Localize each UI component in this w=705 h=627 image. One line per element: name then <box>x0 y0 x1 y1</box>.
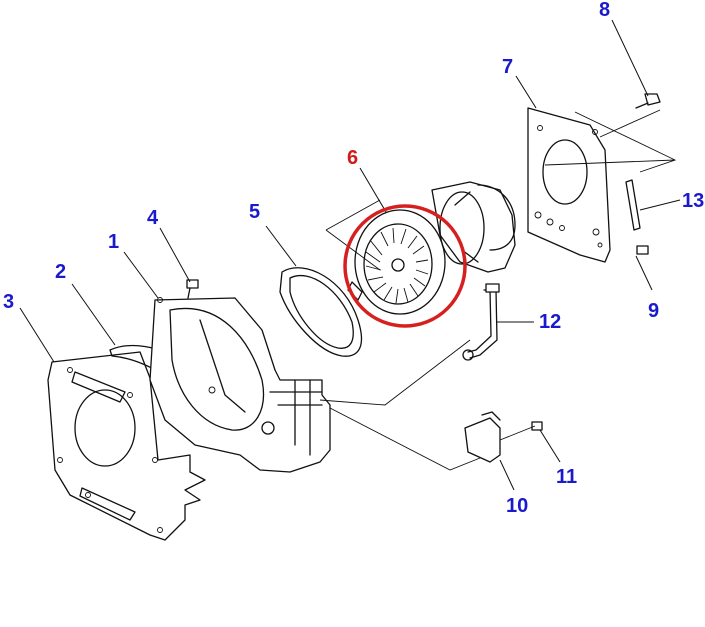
callout-4: 4 <box>147 207 159 229</box>
motor-assembly <box>431 181 516 273</box>
callout-11: 11 <box>556 466 577 488</box>
callout-13: 13 <box>682 190 704 212</box>
callout-6: 6 <box>347 147 358 169</box>
part-5-seal-ring <box>279 267 363 357</box>
callout-12: 12 <box>539 311 561 333</box>
callout-7: 7 <box>502 56 513 78</box>
part-10-resistor <box>464 411 501 463</box>
callout-1: 1 <box>108 231 119 253</box>
part-12-hose <box>462 283 500 361</box>
callout-3: 3 <box>3 291 14 313</box>
part-7-bracket <box>527 107 611 263</box>
callout-5: 5 <box>249 201 260 223</box>
part-9-screw <box>636 245 649 255</box>
part-11-screw <box>531 421 543 431</box>
part-13-clip <box>625 179 641 231</box>
callout-9: 9 <box>648 300 659 322</box>
callout-2: 2 <box>55 261 66 283</box>
assembly-lines <box>319 109 677 471</box>
part-1-blower-housing <box>149 297 331 473</box>
part-6-highlight-circle <box>343 204 467 328</box>
part-4-screw <box>186 279 199 299</box>
part-3-front-plate <box>47 351 206 541</box>
part-8-bolt <box>635 93 661 109</box>
part-6-fan-wheel <box>354 209 446 315</box>
leader-lines <box>19 19 681 491</box>
callout-8: 8 <box>599 0 610 21</box>
callout-10: 10 <box>506 495 528 517</box>
